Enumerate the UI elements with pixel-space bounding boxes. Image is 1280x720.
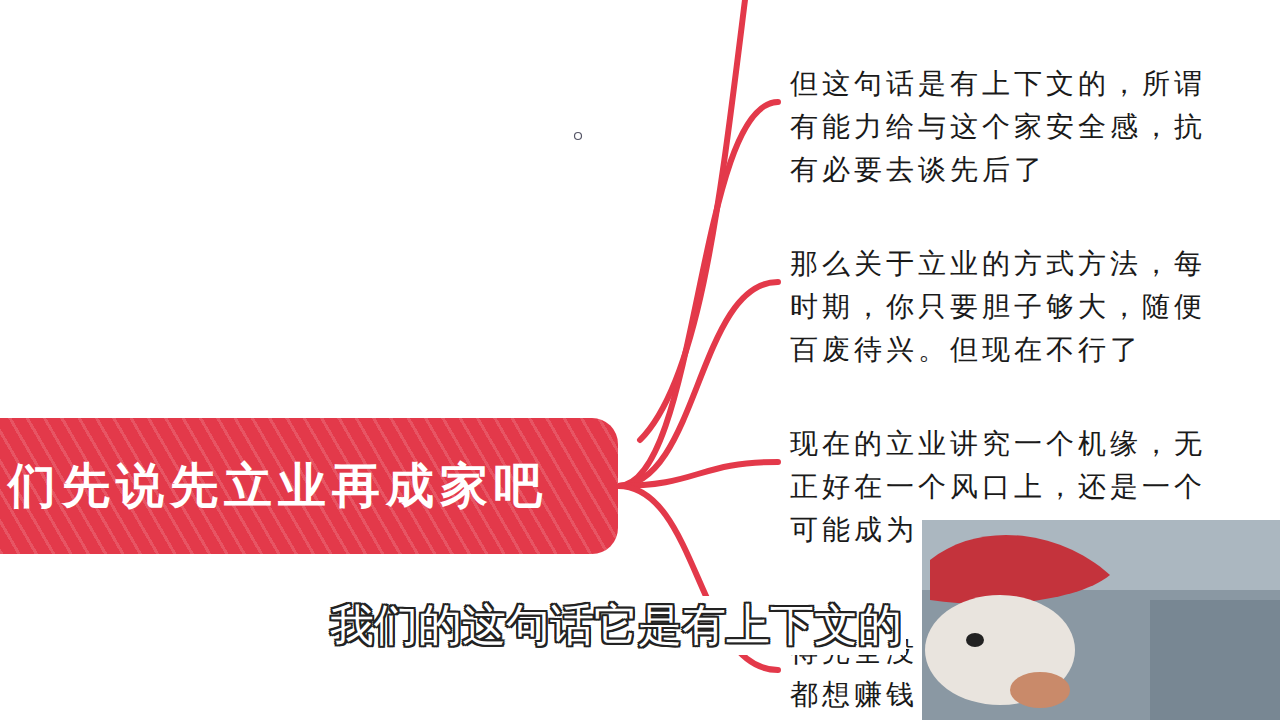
- cursor-dot: [575, 133, 582, 140]
- dog-muzzle: [1010, 672, 1070, 708]
- santa-hat: [930, 535, 1110, 604]
- photo-ground: [922, 520, 1280, 720]
- branch-note: 那么关于立业的方式方法，每 时期，你只要胆子够大，随便 百废待兴。但现在不行了: [790, 242, 1230, 371]
- branch-text: 但这句话是有上下文的，所谓 有能力给与这个家安全感，抗 有必要去谈先后了: [778, 62, 1230, 191]
- branch-text: 那么关于立业的方式方法，每 时期，你只要胆子够大，随便 百废待兴。但现在不行了: [778, 242, 1230, 371]
- dog-eye: [966, 633, 984, 647]
- branch-line: [640, 0, 745, 440]
- branch-connector: [618, 102, 778, 486]
- topic-banner: 们先说先立业再成家吧: [0, 418, 618, 554]
- branch-note: 但这句话是有上下文的，所谓 有能力给与这个家安全感，抗 有必要去谈先后了: [790, 62, 1230, 191]
- branch-connector: [618, 462, 778, 486]
- branch-note: 现在的立业讲究一个机缘，无 正好在一个风口上，还是一个 可能成为: [790, 422, 1230, 551]
- branch-connector: [618, 282, 778, 486]
- topic-text: 们先说先立业再成家吧: [8, 454, 548, 518]
- video-subtitle: 我们的这句话它是有上下文的: [326, 596, 906, 655]
- branch-text: 现在的立业讲究一个机缘，无 正好在一个风口上，还是一个 可能成为: [778, 422, 1230, 551]
- photo-shadow: [1150, 600, 1280, 720]
